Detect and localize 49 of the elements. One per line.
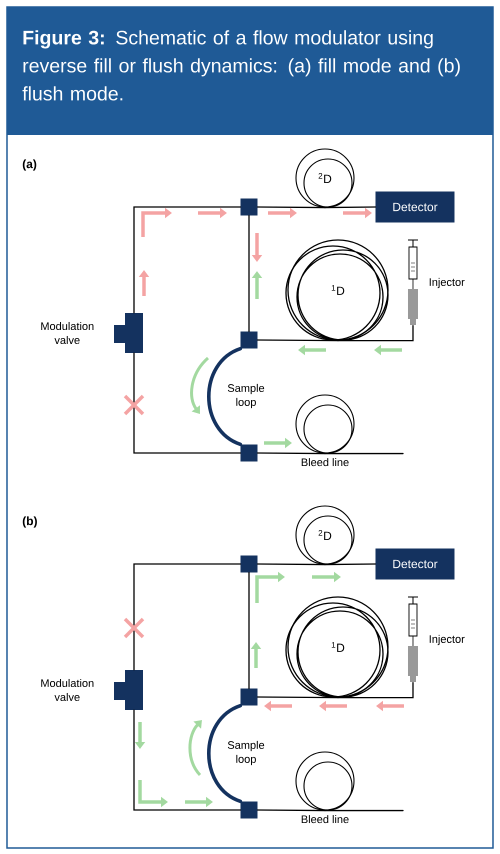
junction-block bbox=[240, 444, 258, 462]
modulation-valve: Modulation valve bbox=[41, 313, 143, 353]
panel-label: (b) bbox=[22, 516, 37, 528]
pipe-line bbox=[324, 452, 404, 454]
pipe-line bbox=[133, 206, 241, 314]
detector-box: Detector bbox=[376, 192, 454, 222]
pipe-line bbox=[257, 563, 326, 566]
pipe-line bbox=[133, 710, 241, 811]
pipe-line bbox=[324, 810, 404, 812]
node-label: Injector bbox=[430, 278, 465, 288]
pipe-line bbox=[248, 572, 250, 689]
column-coil: $^{2}$D bbox=[295, 148, 355, 208]
junction-block bbox=[240, 198, 258, 216]
pipe-line bbox=[337, 682, 414, 698]
injector-syringe: Injector bbox=[408, 596, 465, 682]
pipe-line bbox=[257, 452, 326, 454]
edge-label: Sample loop bbox=[221, 382, 271, 410]
pipe-line bbox=[257, 339, 339, 342]
pipe-line bbox=[324, 563, 376, 566]
pipe-line bbox=[257, 206, 326, 208]
pipe-line bbox=[248, 215, 250, 332]
node-label: Injector bbox=[430, 634, 465, 646]
junction-block bbox=[240, 688, 258, 706]
modulation-valve: Modulation valve bbox=[41, 670, 143, 710]
pipe-line bbox=[257, 696, 339, 698]
sample-loop bbox=[207, 346, 242, 446]
edge-label: Sample loop bbox=[221, 740, 271, 766]
junction-block bbox=[240, 802, 258, 818]
injector-syringe: Injector bbox=[408, 240, 465, 325]
detector-box: Detector bbox=[376, 548, 454, 580]
column-coil: $^{2}$D bbox=[295, 505, 355, 565]
column-coil: $^{1}$D bbox=[285, 596, 389, 698]
panel-label: (a) bbox=[22, 159, 36, 171]
node-label: Modulation valve bbox=[41, 678, 94, 702]
pipe-line bbox=[257, 809, 326, 812]
node-label: Bleed line bbox=[302, 815, 349, 824]
figure-title: Figure 3: Schematic of a flow modulator using reverse fill or flush dynamics: (a) fill mode and (b) flush mode. bbox=[22, 30, 460, 101]
sample-loop bbox=[207, 704, 242, 804]
bleed-coil: Bleed line bbox=[295, 751, 355, 824]
junction-block bbox=[240, 332, 258, 348]
junction-block bbox=[240, 556, 258, 572]
pipe-line bbox=[337, 325, 414, 342]
pipe-line bbox=[133, 563, 241, 670]
node-label: Modulation valve bbox=[41, 322, 94, 344]
pipe-line bbox=[133, 352, 241, 454]
pipe-line bbox=[324, 206, 376, 208]
node-label: Bleed line bbox=[302, 458, 349, 466]
column-coil: $^{1}$D bbox=[285, 239, 389, 341]
bleed-coil: Bleed line bbox=[295, 394, 355, 466]
